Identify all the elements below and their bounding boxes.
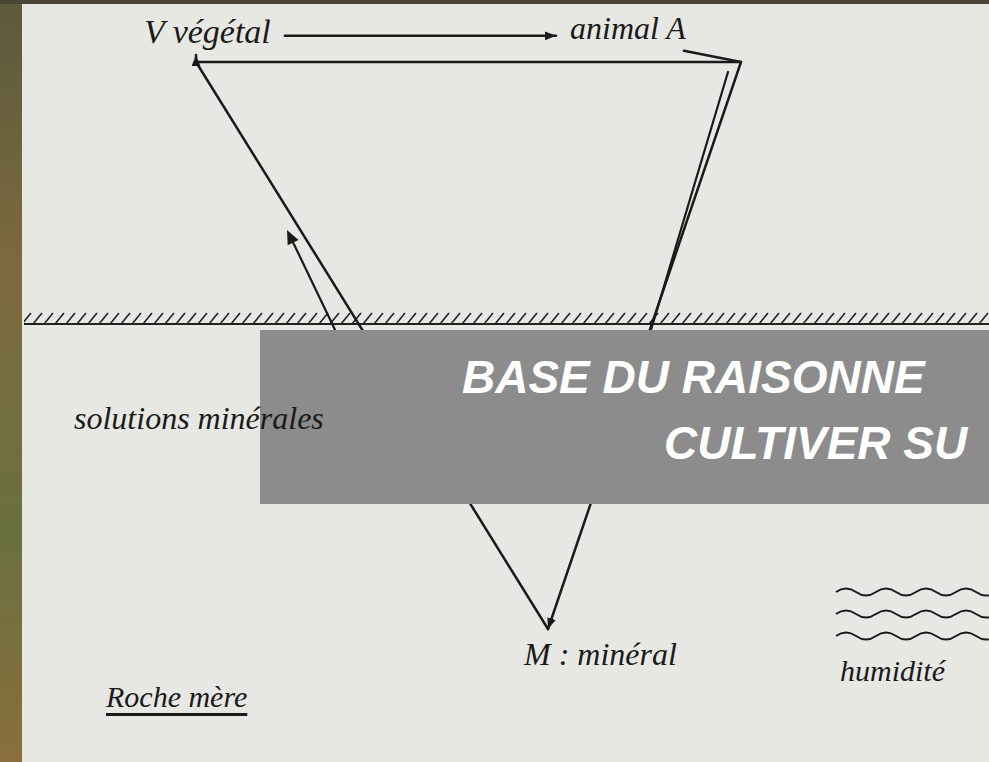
moisture-wave — [836, 633, 989, 640]
ground-hatch — [24, 312, 989, 324]
flow-arrow — [285, 35, 556, 38]
annotation-label: solutions minérales — [70, 398, 328, 439]
vertex-name: M : minéral — [524, 636, 677, 673]
vertex-label: M : minéral — [520, 634, 681, 675]
arrow-head — [287, 230, 299, 245]
vertex-label: V végétal — [140, 10, 275, 53]
top-strip — [0, 0, 989, 4]
banner-heading: BASE DU RAISONNE — [462, 352, 925, 403]
vertex-name: animal A — [570, 10, 686, 47]
title-banner: BASE DU RAISONNE CULTIVER SU — [260, 330, 989, 504]
banner-heading: CULTIVER SU — [664, 418, 967, 469]
moisture-wave — [836, 589, 989, 596]
vertex-name: V végétal — [144, 12, 271, 51]
triangle-side — [196, 61, 741, 64]
ground-line — [24, 323, 989, 325]
annotation-label: Roche mère — [102, 678, 251, 717]
photo-strip — [0, 0, 22, 762]
annotation-label: humidité — [836, 652, 949, 691]
vertex-label: animal A — [566, 8, 690, 49]
moisture-wave — [836, 611, 989, 618]
